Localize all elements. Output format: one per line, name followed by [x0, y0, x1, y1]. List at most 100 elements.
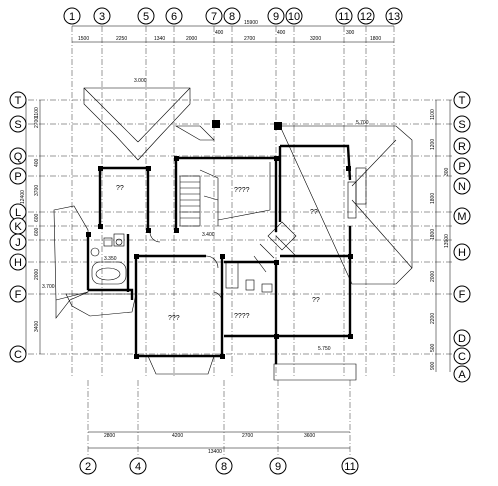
room-upper-left: ?? — [116, 185, 124, 192]
axis-bubble-top-5: 5 — [137, 7, 155, 25]
top-dim-6: 3200 — [310, 36, 321, 42]
svg-text:13: 13 — [388, 11, 400, 23]
top-dim-small-1: 400 — [215, 30, 224, 36]
svg-text:11: 11 — [338, 11, 349, 23]
axis-bubble-right-A: A — [453, 365, 471, 383]
walls — [86, 144, 352, 364]
axis-bubble-right-T: T — [453, 91, 471, 109]
top-dim-small-2: 400 — [277, 30, 286, 36]
room-stair-area: ???? — [234, 187, 250, 194]
axis-bubble-left-Q: Q — [9, 147, 27, 165]
svg-text:F: F — [15, 289, 22, 301]
left-dim-9: 3400 — [34, 321, 40, 332]
axis-bubble-left-F: F — [9, 285, 27, 303]
svg-text:8: 8 — [229, 11, 235, 23]
axis-bubble-top-11: 11 — [335, 7, 353, 25]
left-dim-5: 600 — [34, 213, 40, 222]
svg-text:K: K — [14, 221, 22, 233]
axis-bubble-right-N: N — [453, 177, 471, 195]
svg-text:F: F — [459, 289, 466, 301]
left-dim-2: 400 — [34, 158, 40, 167]
bottom-dim-1: 2800 — [104, 433, 115, 439]
right-dim-3: 300 — [444, 167, 450, 176]
svg-text:P: P — [14, 171, 21, 183]
axis-bubbles-right: T S R P N M H F D C A — [453, 91, 471, 383]
svg-text:R: R — [458, 141, 466, 153]
axis-bubble-top-8: 8 — [223, 7, 241, 25]
axis-bubble-top-12: 12 — [357, 7, 375, 25]
svg-text:8: 8 — [221, 461, 227, 473]
roof-outline — [53, 87, 413, 319]
axis-bubble-left-C: C — [9, 345, 27, 363]
right-dim-2: 1200 — [430, 139, 436, 150]
right-dim-7: 2200 — [430, 313, 436, 324]
svg-text:M: M — [457, 211, 466, 223]
axis-bubble-right-H: H — [453, 243, 471, 261]
svg-text:N: N — [458, 181, 466, 193]
dimension-lines — [25, 25, 451, 449]
left-dim-7: 2000 — [34, 269, 40, 280]
axis-bubble-right-R: R — [453, 137, 471, 155]
axis-bubble-top-3: 3 — [93, 7, 111, 25]
top-dim-7: 1800 — [370, 36, 381, 42]
svg-text:10: 10 — [288, 11, 300, 23]
left-dim-4: 12400 — [20, 190, 26, 204]
top-dim-3: 1340 — [154, 36, 165, 42]
axis-bubble-right-P: P — [453, 157, 471, 175]
top-dim-2: 2250 — [116, 36, 127, 42]
axis-bubble-right-S: S — [453, 115, 471, 133]
bottom-dimension-labels: 2800 4200 2700 3600 13400 — [104, 433, 315, 455]
left-dim-3: 2700 — [34, 117, 40, 128]
top-dim-small-3: 300 — [346, 30, 355, 36]
axis-bubbles-bottom: 2 4 8 9 11 — [79, 457, 359, 475]
axis-bubble-top-1: 1 — [63, 7, 81, 25]
svg-text:T: T — [15, 95, 22, 107]
svg-text:J: J — [15, 237, 21, 249]
svg-text:4: 4 — [135, 461, 141, 473]
svg-text:3: 3 — [99, 11, 105, 23]
svg-text:S: S — [458, 119, 465, 131]
elevation-labels: 3.000 5.700 3.400 3.350 3.700 5.750 — [42, 78, 369, 352]
svg-text:2: 2 — [85, 461, 91, 473]
elevation-roof-right: 5.700 — [356, 120, 369, 126]
svg-text:11: 11 — [344, 461, 355, 473]
svg-text:6: 6 — [171, 11, 177, 23]
room-labels: ?? ???? ?? ??? ???? ?? — [116, 185, 320, 322]
svg-text:S: S — [14, 119, 21, 131]
svg-text:C: C — [14, 349, 22, 361]
elevation-balcony: 5.750 — [318, 346, 331, 352]
elevation-roof: 3.000 — [134, 78, 147, 84]
left-dimension-labels: 1100 400 2700 12400 600 600 2000 3700 34… — [20, 107, 40, 332]
axis-bubble-right-D: D — [453, 329, 471, 347]
top-dimension-labels: 1500 2250 1340 2000 2700 3200 1800 400 4… — [78, 20, 381, 42]
left-dim-1: 1100 — [34, 107, 40, 118]
axis-bubble-bottom-4: 4 — [129, 457, 147, 475]
top-dim-1: 1500 — [78, 36, 89, 42]
svg-text:L: L — [15, 207, 21, 219]
bottom-dim-2: 4200 — [172, 433, 183, 439]
bottom-dim-3: 2700 — [242, 433, 253, 439]
axis-bubble-left-H: H — [9, 253, 27, 271]
elevation-terrace: 3.700 — [42, 284, 55, 290]
svg-text:H: H — [14, 257, 22, 269]
svg-text:C: C — [458, 351, 466, 363]
svg-text:D: D — [458, 333, 466, 345]
bottom-dim-4: 3600 — [304, 433, 315, 439]
fixtures — [65, 162, 367, 381]
right-dim-4: 1800 — [430, 193, 436, 204]
axis-bubble-left-J: J — [9, 233, 27, 251]
svg-text:1: 1 — [69, 11, 75, 23]
right-dim-total: 13900 — [444, 234, 450, 248]
svg-text:T: T — [459, 95, 466, 107]
axis-bubble-bottom-8: 8 — [215, 457, 233, 475]
room-living: ??? — [168, 315, 180, 322]
svg-text:12: 12 — [360, 11, 372, 23]
axis-bubble-right-C: C — [453, 347, 471, 365]
left-dim-8: 3700 — [34, 185, 40, 196]
room-southeast: ?? — [312, 297, 320, 304]
axis-bubble-top-7: 7 — [205, 7, 223, 25]
axis-bubble-top-6: 6 — [165, 7, 183, 25]
axis-bubble-left-T: T — [9, 91, 27, 109]
top-dim-total: 15900 — [244, 20, 258, 26]
